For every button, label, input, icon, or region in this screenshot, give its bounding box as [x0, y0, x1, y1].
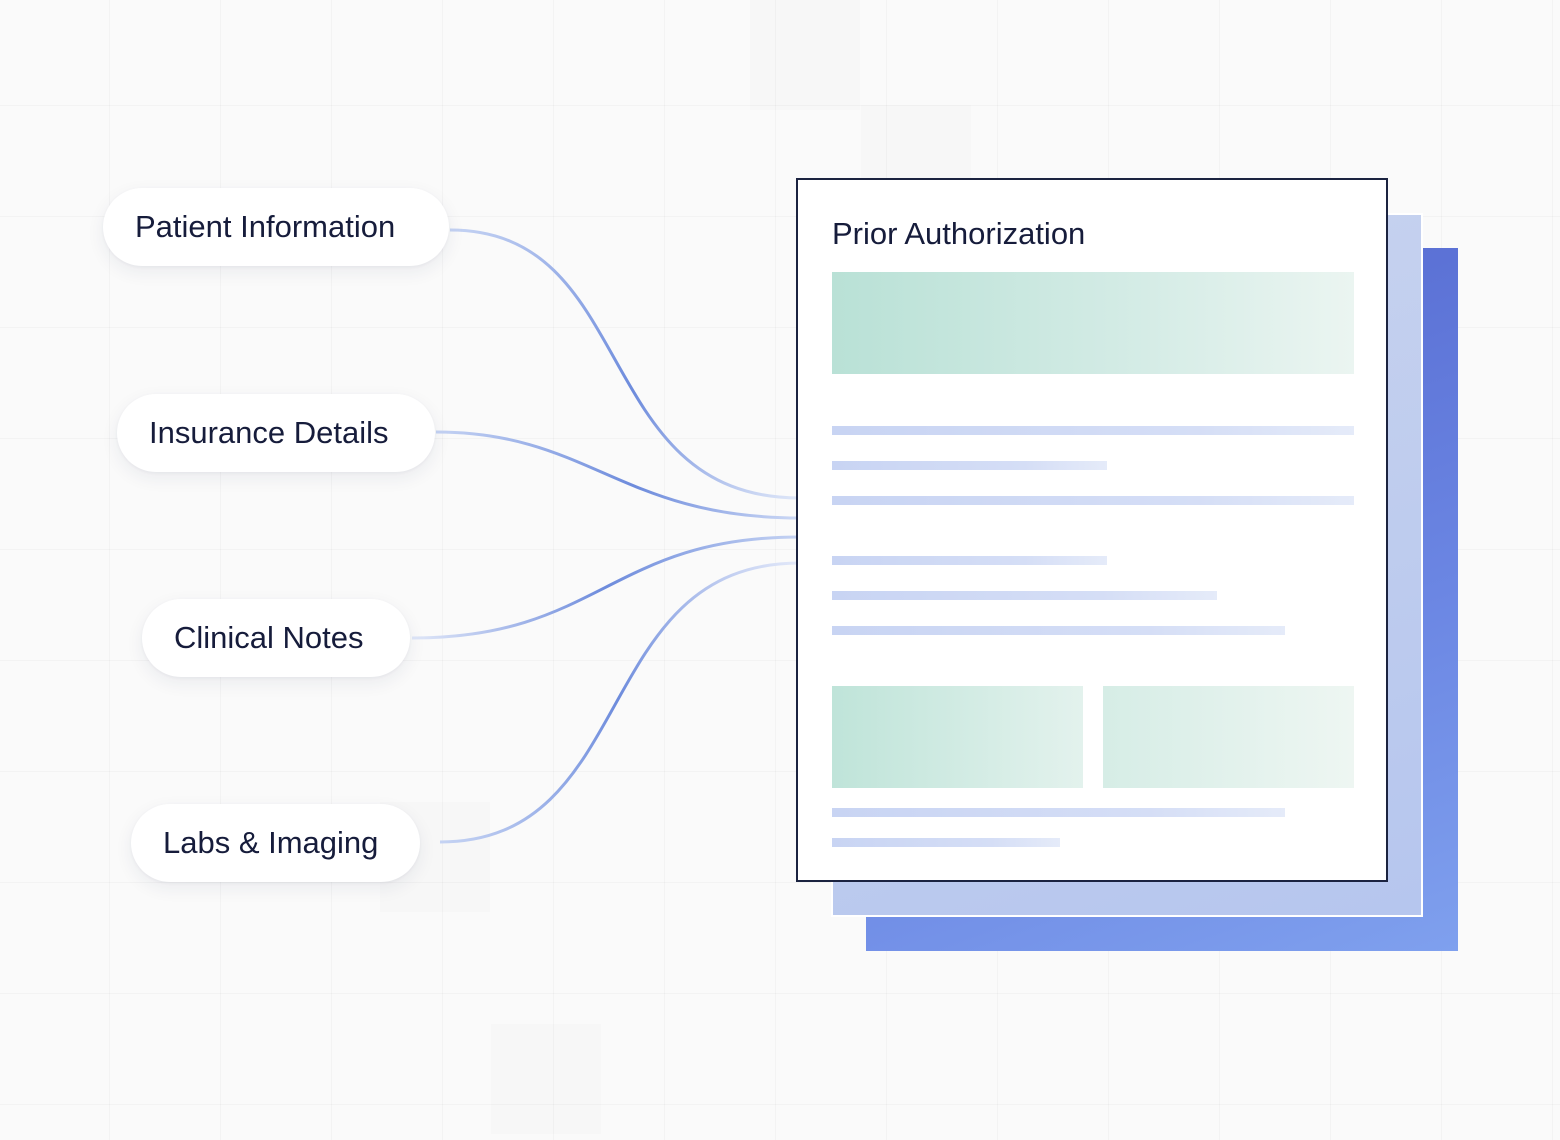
connector-labs-imaging: [439, 561, 801, 844]
source-pill-clinical-notes: Clinical Notes: [142, 599, 410, 677]
placeholder-text-line: [832, 556, 1107, 565]
placeholder-block-left: [832, 686, 1083, 788]
document-title: Prior Authorization: [832, 216, 1086, 251]
placeholder-header-block: [832, 272, 1354, 374]
source-label: Insurance Details: [149, 415, 389, 450]
source-label: Patient Information: [135, 209, 396, 244]
placeholder-block-right: [1103, 686, 1354, 788]
placeholder-text-line: [832, 426, 1354, 435]
placeholder-text-line: [832, 496, 1354, 505]
placeholder-text-line: [832, 591, 1217, 600]
source-pill-labs-imaging: Labs & Imaging: [131, 804, 420, 882]
source-pill-patient-information: Patient Information: [103, 188, 449, 266]
placeholder-text-line: [832, 808, 1285, 817]
placeholder-text-line: [832, 461, 1107, 470]
source-label: Clinical Notes: [174, 620, 364, 655]
placeholder-text-line: [832, 626, 1285, 635]
source-label: Labs & Imaging: [163, 825, 379, 860]
connector-clinical-notes: [411, 535, 801, 640]
source-pill-insurance-details: Insurance Details: [117, 394, 435, 472]
connector-insurance-details: [435, 430, 801, 520]
prior-authorization-document: Prior Authorization: [796, 178, 1388, 882]
connector-patient-information: [449, 228, 801, 500]
placeholder-text-line: [832, 838, 1060, 847]
